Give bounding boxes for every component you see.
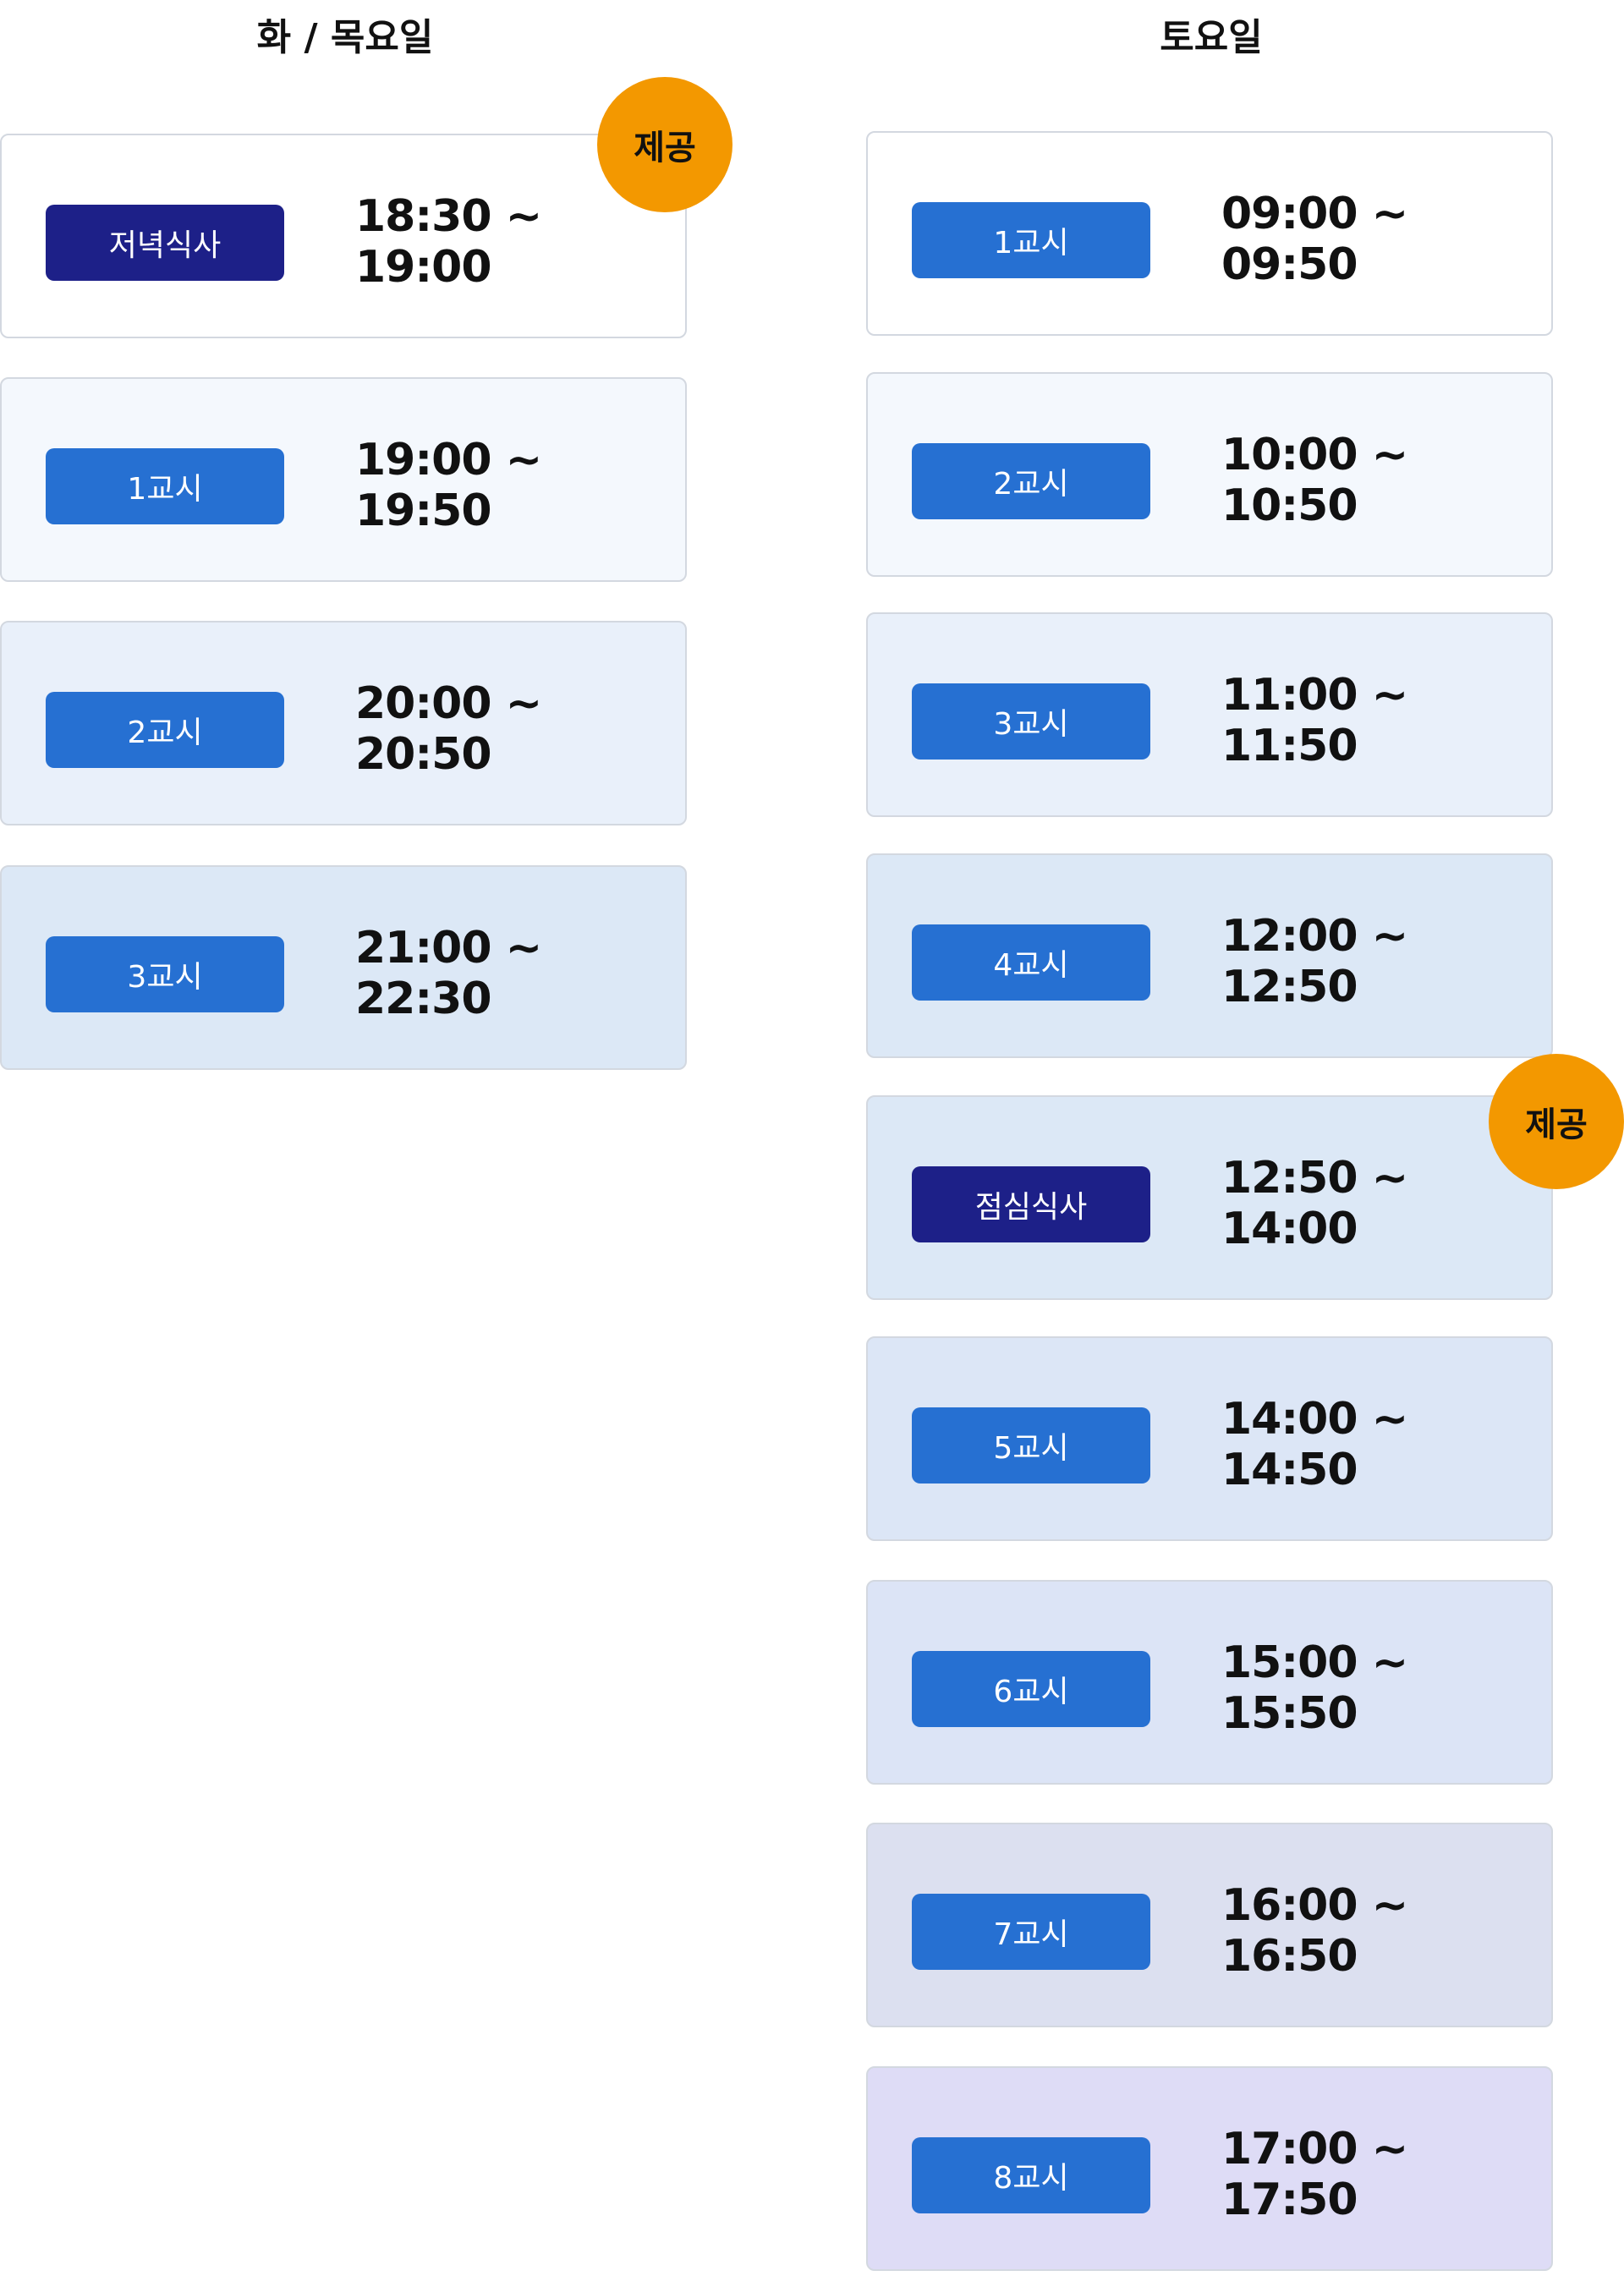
session-label-period-3: 3교시 <box>912 683 1150 760</box>
schedule-card-lunch: 점심식사 12:50 ~ 14:00 <box>866 1095 1553 1300</box>
session-label-period-3: 3교시 <box>46 936 284 1012</box>
schedule-card-dinner: 저녁식사 18:30 ~ 19:00 <box>0 134 687 338</box>
schedule-card-period-6: 6교시 15:00 ~ 15:50 <box>866 1580 1553 1785</box>
schedule-card-period-1: 1교시 09:00 ~ 09:50 <box>866 131 1553 336</box>
session-time: 21:00 ~ 22:30 <box>355 923 542 1024</box>
session-time: 12:00 ~ 12:50 <box>1221 911 1408 1012</box>
session-label-period-2: 2교시 <box>912 443 1150 519</box>
session-label-period-8: 8교시 <box>912 2137 1150 2213</box>
session-time: 14:00 ~ 14:50 <box>1221 1394 1408 1495</box>
session-label-period-1: 1교시 <box>46 448 284 524</box>
session-label-period-2: 2교시 <box>46 692 284 768</box>
session-time: 18:30 ~ 19:00 <box>355 191 542 293</box>
schedule-card-period-7: 7교시 16:00 ~ 16:50 <box>866 1823 1553 2027</box>
session-time: 19:00 ~ 19:50 <box>355 435 542 536</box>
schedule-card-period-3: 3교시 21:00 ~ 22:30 <box>0 865 687 1070</box>
session-label-period-4: 4교시 <box>912 924 1150 1001</box>
schedule-card-period-4: 4교시 12:00 ~ 12:50 <box>866 853 1553 1058</box>
session-time: 20:00 ~ 20:50 <box>355 678 542 780</box>
tue-thu-title: 화 / 목요일 <box>256 16 434 59</box>
session-time: 17:00 ~ 17:50 <box>1221 2124 1408 2225</box>
session-time: 10:00 ~ 10:50 <box>1221 430 1408 531</box>
schedule-card-period-2: 2교시 10:00 ~ 10:50 <box>866 372 1553 577</box>
session-label-dinner: 저녁식사 <box>46 205 284 281</box>
meal-provided-badge: 제공 <box>597 77 732 212</box>
saturday-title: 토요일 <box>1160 16 1263 59</box>
session-time: 15:00 ~ 15:50 <box>1221 1637 1408 1739</box>
session-label-period-5: 5교시 <box>912 1407 1150 1484</box>
schedule-card-period-2: 2교시 20:00 ~ 20:50 <box>0 621 687 825</box>
session-label-period-6: 6교시 <box>912 1651 1150 1727</box>
session-time: 09:00 ~ 09:50 <box>1221 189 1408 290</box>
session-time: 12:50 ~ 14:00 <box>1221 1153 1408 1254</box>
session-label-period-1: 1교시 <box>912 202 1150 278</box>
session-time: 11:00 ~ 11:50 <box>1221 670 1408 771</box>
session-label-period-7: 7교시 <box>912 1894 1150 1970</box>
meal-provided-badge: 제공 <box>1489 1054 1624 1189</box>
schedule-card-period-3: 3교시 11:00 ~ 11:50 <box>866 612 1553 817</box>
session-label-lunch: 점심식사 <box>912 1166 1150 1242</box>
schedule-card-period-1: 1교시 19:00 ~ 19:50 <box>0 377 687 582</box>
session-time: 16:00 ~ 16:50 <box>1221 1880 1408 1982</box>
schedule-card-period-8: 8교시 17:00 ~ 17:50 <box>866 2066 1553 2271</box>
schedule-card-period-5: 5교시 14:00 ~ 14:50 <box>866 1336 1553 1541</box>
